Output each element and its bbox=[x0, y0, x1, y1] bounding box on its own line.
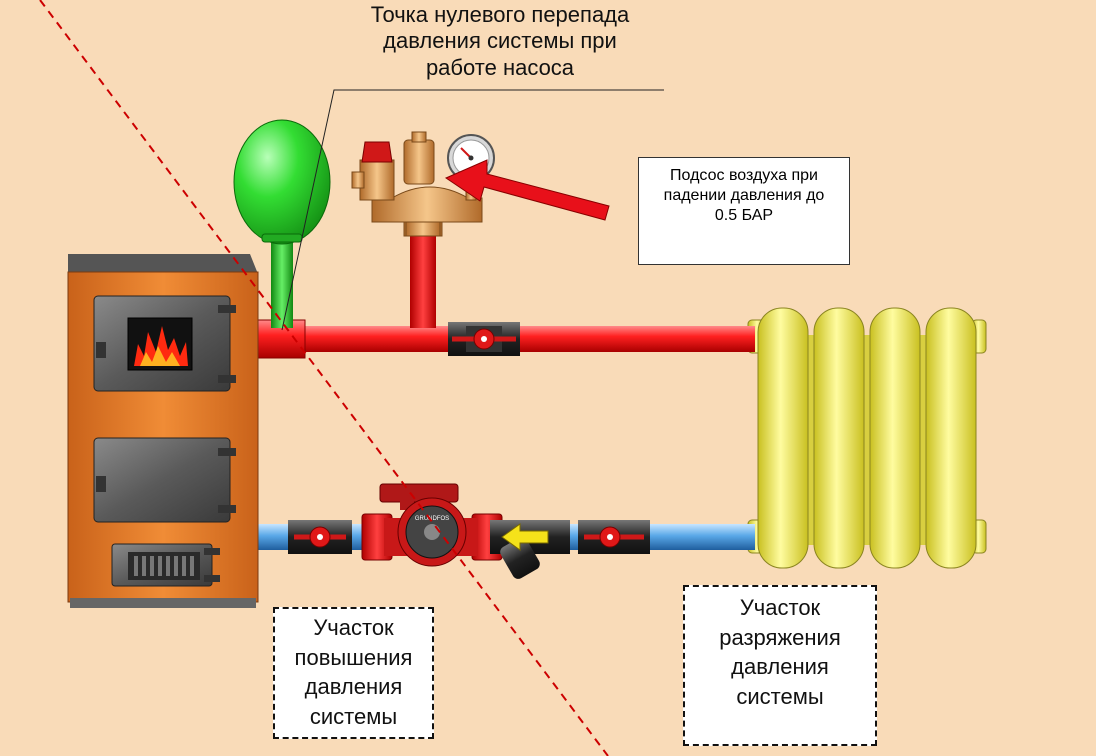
increase-line-3: давления bbox=[304, 674, 403, 700]
air-suction-arrow bbox=[444, 159, 610, 221]
title-line-2: давления системы при bbox=[383, 28, 617, 54]
safety-group bbox=[351, 131, 495, 237]
return-ball-valve-right bbox=[578, 520, 650, 554]
decrease-line-2: разряжения bbox=[719, 624, 841, 650]
pressure-increase-zone-label: Участок повышения давления системы bbox=[273, 607, 434, 739]
decrease-line-4: системы bbox=[736, 684, 824, 710]
expansion-tank bbox=[233, 119, 331, 328]
safety-valve bbox=[351, 141, 395, 201]
increase-line-4: системы bbox=[309, 704, 398, 730]
supply-ball-valve bbox=[448, 322, 520, 356]
zero-pressure-point-title: Точка нулевого перепада давления системы… bbox=[330, 2, 670, 81]
circulation-pump: GRUNDFOS bbox=[361, 483, 503, 567]
pump-brand-label: GRUNDFOS bbox=[415, 516, 449, 522]
air-note-line-3: 0.5 БАР bbox=[714, 207, 774, 224]
decrease-line-3: давления bbox=[731, 654, 829, 680]
air-note-line-1: Подсос воздуха при bbox=[670, 167, 818, 184]
increase-line-2: повышения bbox=[294, 644, 413, 670]
flow-arrow-icon bbox=[501, 523, 549, 551]
increase-line-1: Участок bbox=[313, 615, 394, 640]
title-leader-line bbox=[281, 89, 664, 331]
return-ball-valve-left bbox=[288, 520, 352, 554]
title-line-1: Точка нулевого перепада bbox=[370, 2, 630, 27]
air-suction-note: Подсос воздуха при падении давления до 0… bbox=[638, 157, 850, 265]
boiler bbox=[67, 254, 259, 608]
firebox-door bbox=[93, 295, 236, 392]
ash-door bbox=[93, 437, 236, 523]
radiator bbox=[747, 307, 987, 569]
pressure-zone-divider bbox=[39, 0, 609, 756]
air-note-line-2: падении давления до bbox=[663, 187, 825, 204]
strainer-filter bbox=[490, 520, 570, 579]
pressure-decrease-zone-label: Участок разряжения давления системы bbox=[683, 585, 877, 746]
title-line-3: работе насоса bbox=[425, 54, 575, 80]
grate-door bbox=[111, 543, 220, 587]
air-vent bbox=[403, 131, 435, 185]
decrease-line-1: Участок bbox=[739, 595, 821, 620]
